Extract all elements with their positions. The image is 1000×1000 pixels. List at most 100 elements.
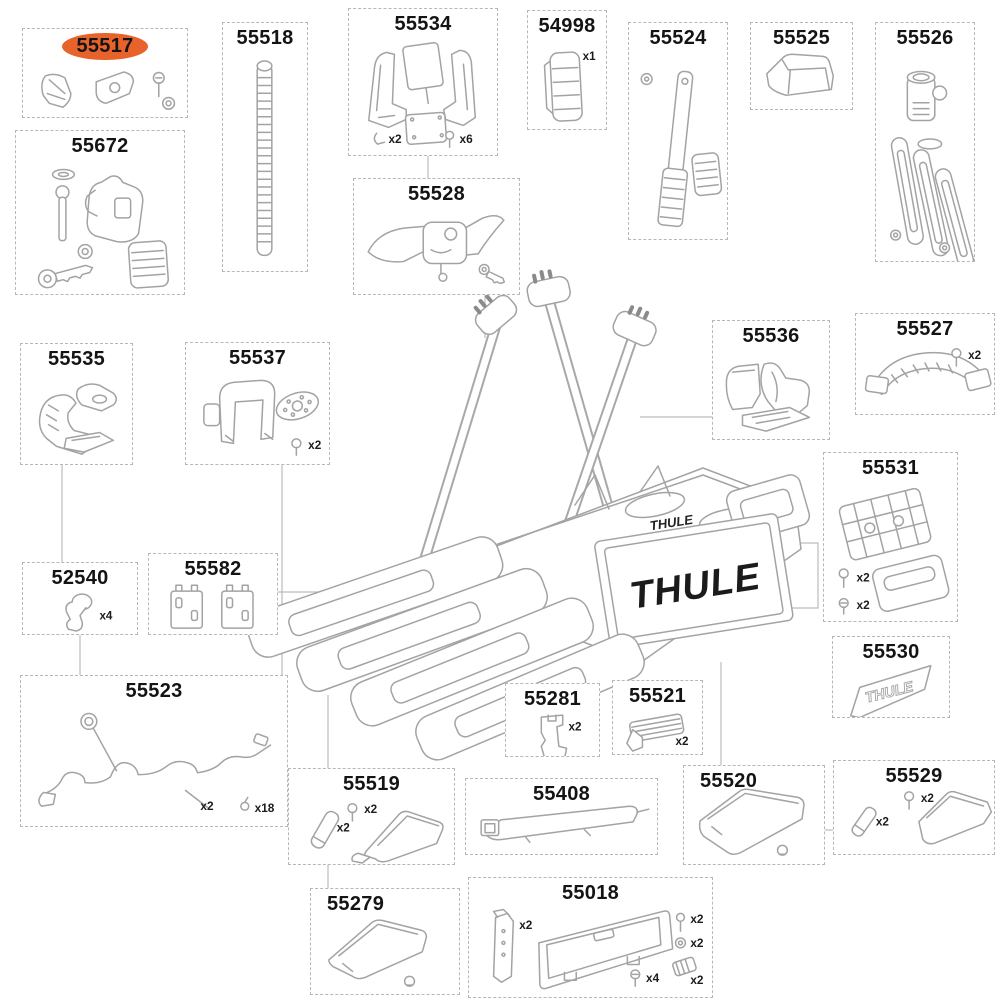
part-number[interactable]: 55520	[700, 770, 758, 792]
quantity-label: x2	[921, 792, 935, 805]
quantity-label: x6	[460, 132, 474, 146]
part-art-55525	[751, 23, 852, 109]
part-art-55672	[16, 131, 184, 294]
quantity-label: x2	[200, 799, 214, 813]
part-box-55279[interactable]: 55279	[310, 888, 460, 995]
part-box-55530[interactable]: 55530 THULE	[832, 636, 950, 718]
part-number[interactable]: 55528	[407, 183, 466, 205]
part-number[interactable]: 55582	[184, 558, 242, 580]
part-box-55018[interactable]: 55018 x2 x2 x2 x2 x4	[468, 877, 713, 998]
part-box-55520[interactable]: 55520	[683, 765, 825, 865]
part-number[interactable]: 55281	[523, 688, 582, 710]
part-box-55525[interactable]: 55525	[750, 22, 853, 110]
part-number[interactable]: 55518	[236, 27, 294, 49]
part-number[interactable]: 55521	[628, 685, 687, 707]
part-number[interactable]: 55519	[342, 773, 401, 795]
highlighted-part-number[interactable]: 55517	[62, 33, 148, 60]
wheel-trays	[246, 536, 645, 761]
part-number[interactable]: 55408	[532, 783, 591, 805]
screw-icon	[292, 439, 301, 455]
part-number[interactable]: 55672	[71, 135, 129, 157]
part-box-55534[interactable]: 55534 x2 x6	[348, 8, 498, 156]
part-number[interactable]: 55537	[228, 347, 287, 369]
part-number[interactable]: 55529	[885, 765, 943, 787]
part-box-55535[interactable]: 55535	[20, 343, 133, 465]
part-art-55582	[149, 554, 277, 634]
part-art-55534: x2 x6	[349, 9, 497, 155]
screw-icon	[374, 133, 384, 144]
part-box-55527[interactable]: 55527 x2	[855, 313, 995, 415]
part-art-55281: x2	[506, 684, 582, 756]
part-box-55529[interactable]: 55529 x2 x2	[833, 760, 995, 855]
part-art-54998: x1	[528, 50, 597, 129]
nut-icon	[163, 97, 175, 109]
part-art-55520	[684, 766, 824, 864]
part-art-55530: THULE	[833, 637, 949, 717]
part-number[interactable]: 55523	[125, 680, 183, 702]
part-art-55537: x2	[186, 343, 322, 464]
part-number[interactable]: 55536	[742, 325, 800, 347]
screw-icon	[446, 131, 454, 147]
screw-icon	[905, 792, 914, 809]
part-box-55523[interactable]: 55523 x2 x18	[20, 675, 288, 827]
quantity-label: x1	[583, 50, 597, 63]
frame-clamp-icon	[473, 269, 657, 347]
part-art-55408	[466, 779, 657, 854]
part-number[interactable]: 55530	[862, 641, 920, 663]
part-number[interactable]: 54998	[538, 15, 596, 37]
clip-icon	[66, 594, 92, 631]
part-box-55537[interactable]: 55537 x2	[185, 342, 330, 465]
quantity-label: x2	[690, 973, 704, 987]
part-box-55526[interactable]: 55526	[875, 22, 975, 262]
part-art-55526	[876, 23, 974, 261]
key-icon	[476, 263, 507, 287]
screw-icon	[405, 976, 415, 986]
part-box-55521[interactable]: 55521 x2	[612, 680, 703, 755]
part-number[interactable]: 55018	[561, 882, 620, 904]
part-art-55279	[311, 889, 459, 994]
part-number[interactable]: 55526	[896, 27, 954, 49]
part-box-55672[interactable]: 55672	[15, 130, 185, 295]
part-number[interactable]: 55534	[394, 13, 452, 35]
part-box-55518[interactable]: 55518	[222, 22, 308, 272]
part-box-55528[interactable]: 55528	[353, 178, 520, 295]
part-box-55517[interactable]: 55517	[22, 28, 188, 118]
quantity-label: x2	[690, 936, 704, 950]
screw-icon	[839, 569, 848, 587]
part-box-55408[interactable]: 55408	[465, 778, 658, 855]
bolt-icon	[56, 186, 69, 241]
part-art-55528	[354, 179, 519, 294]
quantity-label: x2	[876, 816, 890, 829]
part-number[interactable]: 52540	[51, 567, 109, 589]
part-art-55523: x2 x18	[21, 676, 275, 815]
part-box-55536[interactable]: 55536	[712, 320, 830, 440]
part-box-55531[interactable]: 55531 x2 x2	[823, 452, 958, 622]
quantity-label: x2	[337, 822, 351, 835]
part-box-55281[interactable]: 55281 x2	[505, 683, 600, 757]
part-number[interactable]: 55279	[327, 893, 385, 915]
part-number[interactable]: 55531	[861, 457, 920, 479]
part-number[interactable]: 55517	[23, 33, 187, 60]
screw-icon	[839, 599, 848, 614]
part-art-55527: x2	[856, 314, 994, 414]
quantity-label: x2	[364, 803, 378, 816]
part-number[interactable]: 55524	[649, 27, 707, 49]
quantity-label: x2	[968, 349, 982, 362]
quantity-label: x4	[99, 609, 112, 622]
part-box-52540[interactable]: 52540 x4	[22, 562, 138, 635]
screw-icon	[153, 73, 164, 97]
part-number[interactable]: 55535	[47, 348, 106, 370]
quantity-label: x4	[646, 971, 660, 985]
part-box-55524[interactable]: 55524	[628, 22, 728, 240]
part-art-55018: x2 x2 x2 x2 x4	[469, 878, 704, 997]
part-art-55517	[23, 29, 187, 117]
part-art-55535	[21, 344, 132, 464]
part-number[interactable]: 55525	[772, 27, 831, 49]
part-box-54998[interactable]: 54998 x1	[527, 10, 607, 130]
part-art-55519: x2 x2	[289, 769, 454, 864]
quantity-label: x2	[690, 912, 704, 926]
part-box-55519[interactable]: 55519 x2 x2	[288, 768, 455, 865]
part-number[interactable]: 55527	[896, 318, 954, 340]
part-box-55582[interactable]: 55582	[148, 553, 278, 635]
